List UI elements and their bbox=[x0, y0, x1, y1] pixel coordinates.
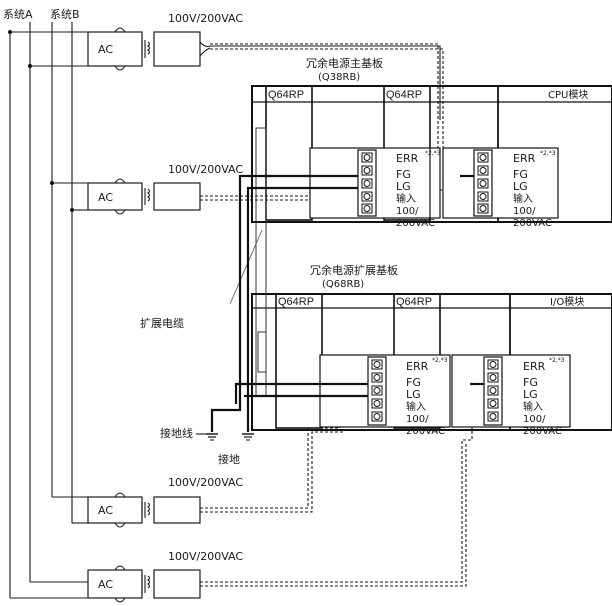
input-voltage-line1: 100/ bbox=[406, 414, 429, 425]
note-mark: *2,*3 bbox=[549, 357, 565, 364]
power-supply-4: AC 100V/200VAC bbox=[10, 550, 243, 603]
power-supply-1: AC 100V/200VAC bbox=[10, 12, 243, 71]
fg-label: FG bbox=[396, 168, 411, 181]
input-label: 输入 bbox=[406, 400, 426, 413]
ext-base-model: (Q68RB) bbox=[322, 279, 364, 290]
power-module-label: Q64RP bbox=[278, 296, 314, 308]
lg-label: LG bbox=[406, 388, 421, 401]
power-supply-2: AC 100V/200VAC bbox=[52, 163, 243, 215]
terminal-block bbox=[357, 149, 377, 217]
lg-label: LG bbox=[396, 180, 411, 193]
ac-label: AC bbox=[98, 43, 113, 56]
power-module-label: Q64RP bbox=[396, 296, 432, 308]
main-base-title: 冗余电源主基板 bbox=[306, 56, 383, 70]
input-label: 输入 bbox=[513, 192, 533, 205]
note-mark: *2,*3 bbox=[432, 357, 448, 364]
voltage-label: 100V/200VAC bbox=[168, 476, 243, 489]
err-label: ERR bbox=[396, 152, 419, 165]
ground-symbol bbox=[206, 433, 254, 441]
ac-label: AC bbox=[98, 191, 113, 204]
err-label: ERR bbox=[406, 360, 429, 373]
terminal-block bbox=[483, 356, 503, 426]
terminal-block bbox=[367, 356, 387, 426]
ac-label: AC bbox=[98, 504, 113, 517]
fg-label: FG bbox=[513, 168, 528, 181]
ext-base-title: 冗余电源扩展基板 bbox=[310, 263, 398, 277]
err-label: ERR bbox=[513, 152, 536, 165]
terminal-block bbox=[473, 149, 493, 217]
system-b-bus bbox=[50, 22, 74, 523]
ground-wiring bbox=[196, 174, 484, 435]
ac-label: AC bbox=[98, 578, 113, 591]
err-label: ERR bbox=[523, 360, 546, 373]
input-voltage-line2: 200VAC bbox=[513, 218, 552, 229]
power-module-label: Q64RP bbox=[386, 89, 422, 101]
system-b-label: 系统B bbox=[50, 8, 80, 21]
note-mark: *2,*3 bbox=[540, 150, 556, 157]
power-supply-3: AC 100V/200VAC bbox=[52, 476, 243, 528]
voltage-label: 100V/200VAC bbox=[168, 12, 243, 25]
voltage-label: 100V/200VAC bbox=[168, 163, 243, 176]
system-a-label: 系统A bbox=[3, 8, 33, 21]
cpu-module-label: CPU模块 bbox=[548, 89, 588, 101]
input-voltage-line2: 200VAC bbox=[523, 426, 562, 437]
fg-label: FG bbox=[406, 376, 421, 389]
system-a-bus bbox=[8, 22, 32, 598]
ground-wire-label: 接地线 bbox=[160, 426, 193, 440]
lg-label: LG bbox=[523, 388, 538, 401]
input-voltage-line2: 200VAC bbox=[406, 426, 445, 437]
input-voltage-line1: 100/ bbox=[523, 414, 546, 425]
input-voltage-line1: 100/ bbox=[513, 206, 536, 217]
power-module-label: Q64RP bbox=[268, 89, 304, 101]
lg-label: LG bbox=[513, 180, 528, 193]
voltage-label: 100V/200VAC bbox=[168, 550, 243, 563]
ground-label: 接地 bbox=[218, 453, 240, 466]
extension-cable-label: 扩展电缆 bbox=[140, 316, 184, 330]
input-label: 输入 bbox=[523, 400, 543, 413]
note-mark: *2,*3 bbox=[425, 150, 441, 157]
fg-label: FG bbox=[523, 376, 538, 389]
input-label: 输入 bbox=[396, 192, 416, 205]
input-voltage-line1: 100/ bbox=[396, 206, 419, 217]
input-voltage-line2: 200VAC bbox=[396, 218, 435, 229]
io-module-label: I/O模块 bbox=[550, 296, 584, 308]
main-base-model: (Q38RB) bbox=[318, 72, 360, 83]
